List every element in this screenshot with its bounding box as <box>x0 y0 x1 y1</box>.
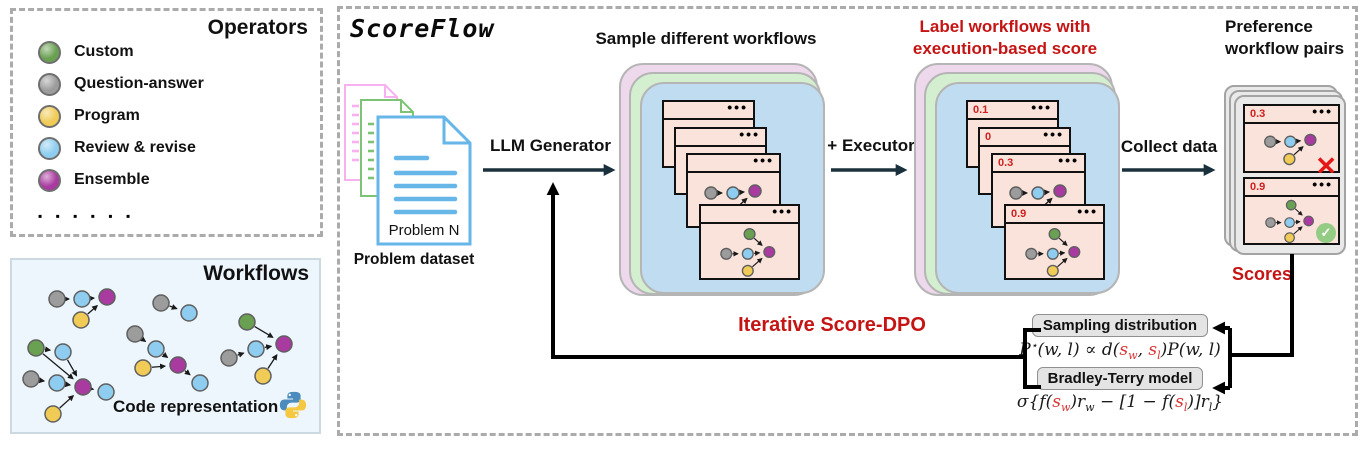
operators-title: Operators <box>207 16 308 39</box>
legend-item-ensemble: Ensemble <box>38 168 150 192</box>
accept-check-icon: ✓ <box>1316 223 1336 243</box>
sampling-formula: P⋆(w, l) ∝ d(sw, sl)P(w, l) <box>1019 339 1221 362</box>
legend-item-program: Program <box>38 104 140 128</box>
score-badge: 0.1 <box>973 103 989 116</box>
bradley-terry-formula: σ{f(sw)rw − [1 − f(sl)]rl} <box>1016 392 1224 414</box>
window-dots-icon: ••• <box>753 152 774 168</box>
preference-pairs-title: Preference workflow pairs <box>1225 16 1355 60</box>
legend-label: Question-answer <box>74 75 204 92</box>
iterative-score-dpo-label: Iterative Score-DPO <box>738 314 926 336</box>
ellipsis-dots: ▪ ▪ ▪ ▪ ▪ ▪ <box>38 209 136 223</box>
program-node-icon <box>38 104 61 128</box>
window-dots-icon: ••• <box>727 99 748 115</box>
operators-panel: Operators Custom Question-answer Program… <box>10 8 323 237</box>
collect-data-label: Collect data <box>1120 137 1218 156</box>
sampling-distribution-box: Sampling distribution <box>1031 314 1209 337</box>
window-dots-icon: ••• <box>1312 103 1333 119</box>
bradley-terry-box: Bradley-Terry model <box>1036 367 1204 390</box>
scoreflow-main-panel <box>337 6 1358 436</box>
problem-dataset-caption: Problem dataset <box>353 251 475 268</box>
label-title-line2: execution-based score <box>912 39 1098 58</box>
score-badge: 0 <box>985 130 992 143</box>
window-dots-icon: ••• <box>739 126 760 142</box>
label-title-line1: Label workflows with <box>919 17 1091 36</box>
workflows-panel: Workflows Code representation <box>10 258 321 434</box>
question-answer-node-icon <box>38 72 61 96</box>
workflows-title: Workflows <box>203 262 309 285</box>
score-badge: 0.3 <box>1250 107 1266 120</box>
formula-block: Sampling distribution P⋆(w, l) ∝ d(sw, s… <box>1008 314 1232 414</box>
legend-label: Custom <box>74 43 134 60</box>
window-dots-icon: ••• <box>1077 203 1098 219</box>
workflow-graph <box>1264 133 1317 165</box>
workflow-graph <box>1025 228 1081 277</box>
scoreflow-logo: ScoreFlow <box>350 14 495 43</box>
workflow-window: ••• <box>699 204 800 280</box>
code-representation-label: Code representation <box>113 397 279 416</box>
ensemble-node-icon <box>38 168 61 192</box>
problem-n-label: Problem N <box>389 222 460 239</box>
window-dots-icon: ••• <box>1058 152 1079 168</box>
rejected-workflow-window: 0.3 ••• ✕ <box>1243 104 1340 173</box>
doc-blue-problem-n: Problem N <box>376 115 472 246</box>
review-revise-node-icon <box>38 136 61 160</box>
scores-label: Scores <box>1231 264 1293 284</box>
llm-generator-label: LLM Generator <box>490 136 611 155</box>
window-dots-icon: ••• <box>1031 99 1052 115</box>
executor-label: + Executor <box>827 136 915 155</box>
python-icon <box>279 391 307 419</box>
window-dots-icon: ••• <box>1312 176 1333 192</box>
window-dots-icon: ••• <box>772 203 793 219</box>
score-badge: 0.9 <box>1011 207 1027 220</box>
score-badge: 0.3 <box>998 156 1014 169</box>
window-dots-icon: ••• <box>1043 126 1064 142</box>
label-workflows-title: Label workflows with execution-based sco… <box>898 16 1112 60</box>
problem-dataset-stack: Problem N <box>344 84 472 246</box>
legend-label: Review & revise <box>74 139 196 156</box>
workflow-graphs <box>22 288 293 423</box>
preferred-workflow-window: 0.9 ••• ✓ <box>1243 177 1340 245</box>
workflow-graph <box>1265 199 1315 244</box>
legend-item-review-revise: Review & revise <box>38 136 196 160</box>
legend-label: Ensemble <box>74 171 150 188</box>
custom-node-icon <box>38 40 61 64</box>
reject-cross-icon: ✕ <box>1315 151 1337 173</box>
legend-item-custom: Custom <box>38 40 134 64</box>
score-badge: 0.9 <box>1250 180 1266 193</box>
legend-item-question-answer: Question-answer <box>38 72 204 96</box>
pref-title-line2: workflow pairs <box>1225 39 1345 58</box>
workflow-graph <box>720 228 776 277</box>
scored-workflow-window: 0.9 ••• <box>1004 204 1105 280</box>
sample-workflows-title: Sample different workflows <box>595 29 817 48</box>
legend-label: Program <box>74 107 140 124</box>
pref-title-line1: Preference <box>1225 17 1313 36</box>
